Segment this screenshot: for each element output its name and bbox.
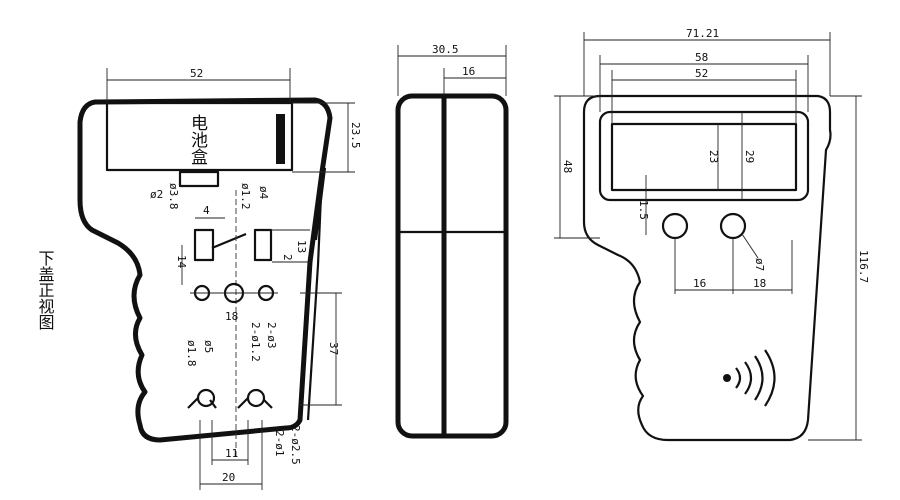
screw-ribs <box>187 397 273 409</box>
display-frame <box>598 110 810 202</box>
side-body <box>395 93 509 439</box>
connector-wire <box>211 232 247 250</box>
dim-52: 52 <box>190 67 203 80</box>
dim-14: 14 <box>175 255 188 269</box>
hole-label-4: ø4 <box>257 186 270 200</box>
battery-clip <box>276 114 285 164</box>
side-label-text: 下盖正视图 <box>36 250 55 330</box>
hole-label-3-8: ø3.8 <box>167 183 180 210</box>
hole-label-2x3: 2-ø3 <box>265 322 278 349</box>
dim-23-5: 23.5 <box>349 122 362 149</box>
screw-boss <box>246 388 266 408</box>
display-window <box>610 122 798 192</box>
battery-tab <box>178 170 220 188</box>
hole-label-2x2-5: 2-ø2.5 <box>289 425 302 465</box>
dim-2: 2 <box>281 254 294 261</box>
dim-71-21: 71.21 <box>686 27 719 40</box>
dim-18: 18 <box>225 310 238 323</box>
dim-23: 23 <box>707 150 720 163</box>
battery-box <box>105 101 294 172</box>
dim-37: 37 <box>327 342 340 355</box>
leader-line <box>741 233 759 259</box>
button-hole-7: ø7 <box>753 258 766 271</box>
dim-11: 11 <box>225 447 238 460</box>
dim-30-5: 30.5 <box>432 43 459 56</box>
battery-label: 电池盒 <box>187 114 208 165</box>
button-left <box>661 212 689 240</box>
hole-label-1-8: ø1.8 <box>185 340 198 367</box>
dim-16-right: 16 <box>693 277 706 290</box>
hole-label-2x1: 2-ø1 <box>273 430 286 457</box>
dim-48: 48 <box>561 160 574 173</box>
connector-left <box>193 228 215 262</box>
hole-label-5: ø5 <box>202 340 215 353</box>
body-outline <box>77 97 333 443</box>
nfc-waves-icon <box>723 349 776 407</box>
front-view: 71.21 58 52 48 23 29 1.5 16 18 ø7 <box>554 27 870 442</box>
front-body-outline <box>582 94 832 442</box>
hole-label-2x1-2: 2-ø1.2 <box>249 322 262 362</box>
dim-16: 16 <box>462 65 475 78</box>
dim-1-5: 1.5 <box>637 200 650 220</box>
dim-20: 20 <box>222 471 235 484</box>
side-label: 下盖正视图 <box>36 250 55 330</box>
side-rib <box>314 167 327 241</box>
dim-116-7: 116.7 <box>857 250 870 283</box>
hole-label-1-2: ø1.2 <box>239 183 252 210</box>
connector-right <box>253 228 273 262</box>
dim-4: 4 <box>203 204 210 217</box>
dim-52-right: 52 <box>695 67 708 80</box>
dim-18-right: 18 <box>753 277 766 290</box>
hole-label-2: ø2 <box>150 188 163 201</box>
bottom-cover-front-view: 下盖正视图 电池盒 52 23.5 ø2 ø3.8 ø1.2 ø4 4 <box>36 67 362 490</box>
button-right <box>719 212 747 240</box>
dim-58: 58 <box>695 51 708 64</box>
dim-13: 13 <box>295 240 308 253</box>
side-view: 30.5 16 <box>395 43 509 439</box>
dim-29: 29 <box>743 150 756 163</box>
